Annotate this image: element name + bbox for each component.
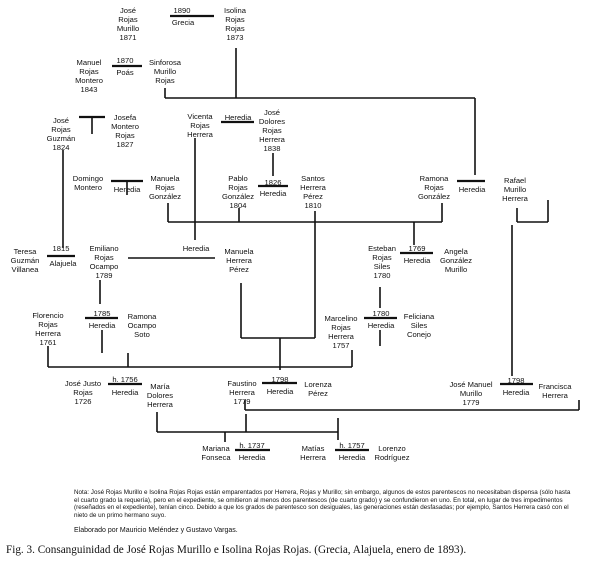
person-rafael-murillo-herrera: Rafael Murillo Herrera <box>502 176 528 203</box>
person-lorenzo-rodriguez: Lorenzo Rodríguez <box>374 444 410 462</box>
person-manuela-rojas-gonzalez: Manuela Rojas González <box>148 174 182 201</box>
person-emiliano-rojas-ocampo: Emiliano Rojas Ocampo 1789 <box>89 244 119 280</box>
person-manuel-rojas-montero: Manuel Rojas Montero 1843 <box>75 58 103 94</box>
marriage-1785-top: 1785 <box>93 309 111 318</box>
marriage-1826-top: 1826 <box>264 178 282 187</box>
marriage-1769-bottom: Heredia <box>403 256 431 265</box>
person-jose-rojas-murillo: José Rojas Murillo 1871 <box>116 6 140 42</box>
marriage-1870-bottom: Poás <box>116 68 134 77</box>
marriage-1785-bottom: Heredia <box>88 321 116 330</box>
person-mariana-fonseca: Mariana Fonseca <box>201 444 231 462</box>
person-domingo-montero: Domingo Montero <box>72 174 104 192</box>
person-jose-justo-rojas: José Justo Rojas 1726 <box>64 379 102 406</box>
marriage-domingo-bottom: Heredia <box>113 185 141 194</box>
person-angela-gonzalez-murillo: Angela González Murillo <box>439 247 473 274</box>
person-lorenza-perez: Lorenza Pérez <box>304 380 332 398</box>
person-manuela-herrera-perez: Manuela Herrera Pérez <box>224 247 254 274</box>
marriage-1798a-top: 1798 <box>271 375 289 384</box>
person-santos-herrera-perez: Santos Herrera Pérez 1810 <box>300 174 326 210</box>
marriage-1890-top: 1890 <box>173 6 191 15</box>
person-ramona-ocampo-soto: Ramona Ocampo Soto <box>127 312 157 339</box>
marriage-1798a-bottom: Heredia <box>266 387 294 396</box>
person-teresa-guzman-villanea: Teresa Guzmán Villanea <box>10 247 40 274</box>
marriage-1780-bottom: Heredia <box>367 321 395 330</box>
person-faustino-herrera: Faustino Herrera 1779 <box>227 379 257 406</box>
figure-caption: Fig. 3. Consanguinidad de José Rojas Mur… <box>6 544 467 556</box>
person-matias-herrera: Matías Herrera <box>300 444 326 462</box>
person-marcelino-rojas-herrera: Marcelino Rojas Herrera 1757 <box>324 314 358 350</box>
marriage-jd-bottom: Heredia <box>224 113 252 122</box>
person-josefa-montero-rojas: Josefa Montero Rojas 1827 <box>111 113 139 149</box>
person-pablo-rojas-gonzalez: Pablo Rojas González 1804 <box>221 174 255 210</box>
person-feliciana-siles-conejo: Feliciana Siles Conejo <box>403 312 435 339</box>
person-maria-dolores-herrera: María Dolores Herrera <box>146 382 174 409</box>
marriage-1815-bottom: Alajuela <box>49 259 77 268</box>
marriage-1798b-bottom: Heredia <box>502 388 530 397</box>
marriage-1757-bottom: Heredia <box>338 453 366 462</box>
genealogy-diagram: José Rojas Murillo 1871 Isolina Rojas Ro… <box>10 6 580 462</box>
marriage-1769-top: 1769 <box>408 244 426 253</box>
person-florencio-rojas-herrera: Florencio Rojas Herrera 1761 <box>32 311 64 347</box>
person-jose-rojas-guzman: José Rojas Guzmán 1824 <box>46 116 76 152</box>
credit-line: Elaborado por Mauricio Meléndez y Gustav… <box>74 527 238 534</box>
marriage-1815-top: 1815 <box>52 244 70 253</box>
footnote: Nota: José Rojas Murillo e Isolina Rojas… <box>74 489 571 519</box>
person-ramona-rojas-gonzalez: Ramona Rojas González <box>417 174 451 201</box>
marriage-emiliano-bottom: Heredia <box>182 244 210 253</box>
marriage-1756-bottom: Heredia <box>111 388 139 397</box>
person-esteban-rojas-siles: Esteban Rojas Siles 1780 <box>368 244 396 280</box>
marriage-1890-bottom: Grecia <box>171 18 195 27</box>
person-vicenta-rojas-herrera: Vicenta Rojas Herrera <box>187 112 213 139</box>
person-jose-dolores-rojas-herrera: José Dolores Rojas Herrera 1838 <box>258 108 286 153</box>
connector-lines <box>47 14 580 452</box>
marriage-1798b-top: 1798 <box>507 376 525 385</box>
marriage-1780-top: 1780 <box>372 309 390 318</box>
marriage-1757-top: h. 1757 <box>339 441 365 450</box>
marriage-1737-bottom: Heredia <box>238 453 266 462</box>
person-jose-manuel-murillo: José Manuel Murillo 1779 <box>449 380 493 407</box>
marriage-1826-bottom: Heredia <box>259 189 287 198</box>
person-francisca-herrera: Francisca Herrera <box>538 382 572 400</box>
marriage-1756-top: h. 1756 <box>112 375 138 384</box>
person-sinforosa-murillo-rojas: Sinforosa Murillo Rojas <box>148 58 182 85</box>
marriage-1870-top: 1870 <box>116 56 134 65</box>
marriage-rafael-bottom: Heredia <box>458 185 486 194</box>
marriage-1737-top: h. 1737 <box>239 441 265 450</box>
person-isolina-rojas-rojas: Isolina Rojas Rojas 1873 <box>224 6 246 42</box>
